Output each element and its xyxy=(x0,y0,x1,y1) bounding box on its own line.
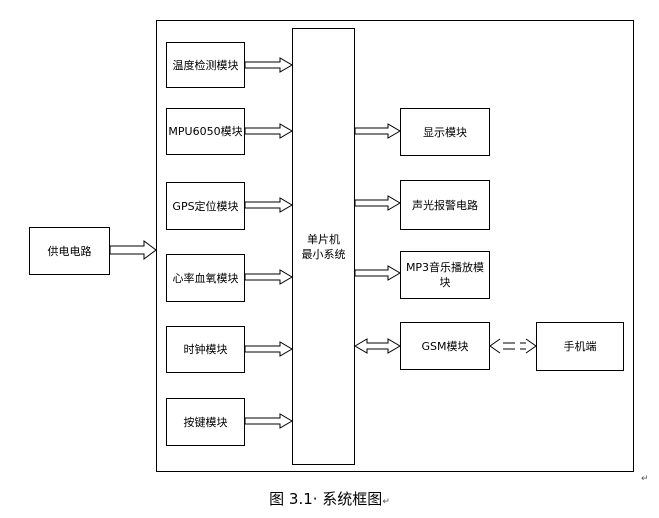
gsm-module: GSM模块 xyxy=(400,322,490,370)
arrow-gps-to-mcu xyxy=(244,197,293,213)
arrow-mcu-to-display xyxy=(354,123,401,139)
arrow-clock-to-mcu xyxy=(244,341,293,357)
arrow-key-to-mcu xyxy=(244,413,293,429)
arrow-mcu-to-mp3 xyxy=(354,265,401,281)
figure-caption: 图 3.1· 系统框图↵ xyxy=(269,490,390,508)
arrow-heartrate-to-mcu xyxy=(244,269,293,285)
mp3-player-module: MP3音乐播放模块 xyxy=(400,251,490,299)
temperature-module: 温度检测模块 xyxy=(166,42,245,88)
mpu6050-module: MPU6050模块 xyxy=(166,108,245,155)
display-module: 显示模块 xyxy=(400,108,490,156)
arrow-mpu6050-to-mcu xyxy=(244,123,293,139)
arrow-temperature-to-mcu xyxy=(244,57,293,73)
arrow-power-to-system xyxy=(109,240,157,260)
wireless-link-gsm-phone xyxy=(489,338,537,354)
mcu-min-system: 单片机 最小系统 xyxy=(292,28,355,465)
sound-light-alarm-circuit: 声光报警电路 xyxy=(400,180,490,230)
gps-module: GPS定位模块 xyxy=(166,182,245,230)
paragraph-mark: ↵ xyxy=(382,497,390,507)
system-outline-frame xyxy=(156,20,634,472)
arrow-mcu-gsm-bidirectional xyxy=(354,338,401,354)
mobile-phone: 手机端 xyxy=(536,322,624,371)
key-module: 按键模块 xyxy=(166,398,245,446)
arrow-mcu-to-alarm xyxy=(354,195,401,211)
paragraph-mark: ↵ xyxy=(641,474,649,484)
power-supply-circuit: 供电电路 xyxy=(29,227,110,275)
